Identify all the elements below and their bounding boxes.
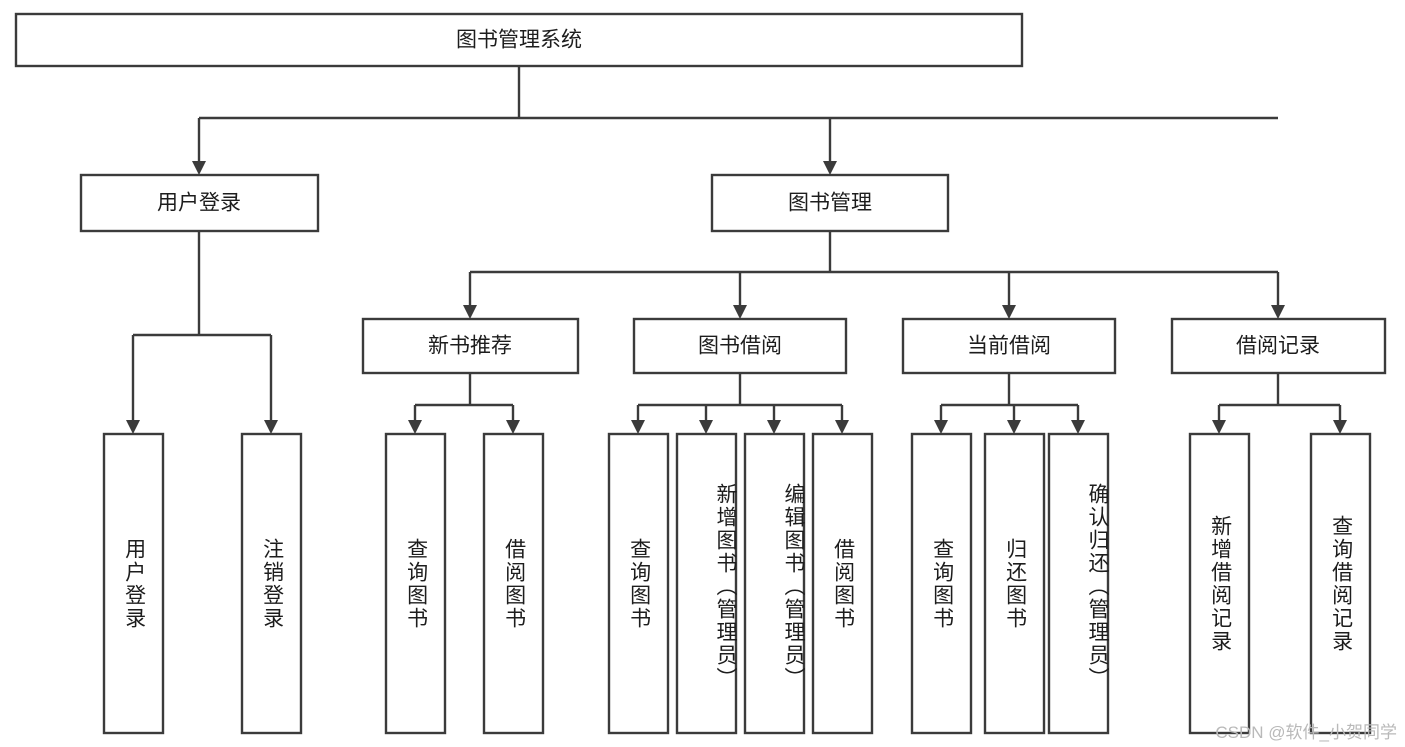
connector-new-book-to-leaves — [408, 373, 520, 434]
connector-current-borrow-to-leaves — [934, 373, 1085, 434]
arrow-to-leaf-borrow-book-2 — [835, 420, 849, 434]
connector-book-borrow-to-leaves — [631, 373, 849, 434]
arrow-to-leaf-logout — [264, 420, 278, 434]
connector-book-management-to-level3 — [463, 231, 1285, 319]
leaf-box-borrow-book-2[interactable] — [811, 432, 874, 735]
csdn-watermark: CSDN @软件_小贺同学 — [1215, 723, 1397, 742]
connector-user-login-to-leaves — [126, 231, 278, 434]
arrow-to-leaf-confirm-return — [1071, 420, 1085, 434]
leaf-box-return-book[interactable] — [983, 432, 1046, 735]
arrow-to-leaf-add-borrow-record — [1212, 420, 1226, 434]
leaf-box-edit-book-admin[interactable] — [743, 432, 806, 735]
arrow-to-current-borrow — [1002, 305, 1016, 319]
node-current-borrow-box[interactable] — [901, 317, 1117, 375]
node-root-box[interactable] — [14, 12, 1024, 68]
node-book-management-label: 图书管理 — [788, 192, 872, 215]
node-user-login-label: 用户登录 — [157, 192, 241, 215]
node-user-login-box[interactable] — [79, 173, 320, 233]
arrow-to-leaf-user-login — [126, 420, 140, 434]
arrow-to-leaf-borrow-book-1 — [506, 420, 520, 434]
arrow-to-leaf-query-book-3 — [934, 420, 948, 434]
leaf-box-query-book-3[interactable] — [910, 432, 973, 735]
arrow-to-user-login — [192, 161, 206, 175]
arrow-to-leaf-query-borrow-record — [1333, 420, 1347, 434]
leaf-box-logout[interactable] — [240, 432, 303, 735]
arrow-to-leaf-add-book-admin — [699, 420, 713, 434]
node-book-borrow-label: 图书借阅 — [698, 335, 782, 358]
arrow-to-leaf-query-book-1 — [408, 420, 422, 434]
leaf-box-add-borrow-record[interactable] — [1188, 432, 1251, 735]
node-new-book-recommend-box[interactable] — [361, 317, 580, 375]
node-root-label: 图书管理系统 — [456, 29, 582, 52]
node-new-book-recommend-label: 新书推荐 — [428, 335, 512, 358]
leaf-box-borrow-book-1[interactable] — [482, 432, 545, 735]
arrow-to-leaf-query-book-2 — [631, 420, 645, 434]
arrow-to-leaf-edit-book-admin — [767, 420, 781, 434]
node-current-borrow-label: 当前借阅 — [967, 335, 1051, 358]
connector-root-to-level2 — [192, 66, 1278, 175]
node-borrow-records-label: 借阅记录 — [1236, 335, 1320, 358]
leaf-box-query-book-1[interactable] — [384, 432, 447, 735]
arrow-to-book-management — [823, 161, 837, 175]
arrow-to-borrow-records — [1271, 305, 1285, 319]
arrow-to-book-borrow — [733, 305, 747, 319]
leaf-box-query-book-2[interactable] — [607, 432, 670, 735]
leaf-box-query-borrow-record[interactable] — [1309, 432, 1372, 735]
leaf-box-confirm-return-admin[interactable] — [1047, 432, 1110, 735]
leaf-box-add-book-admin[interactable] — [675, 432, 738, 735]
arrow-to-new-book-recommend — [463, 305, 477, 319]
connector-borrow-records-to-leaves — [1212, 373, 1347, 434]
arrow-to-leaf-return-book — [1007, 420, 1021, 434]
leaf-box-user-login[interactable] — [102, 432, 165, 735]
